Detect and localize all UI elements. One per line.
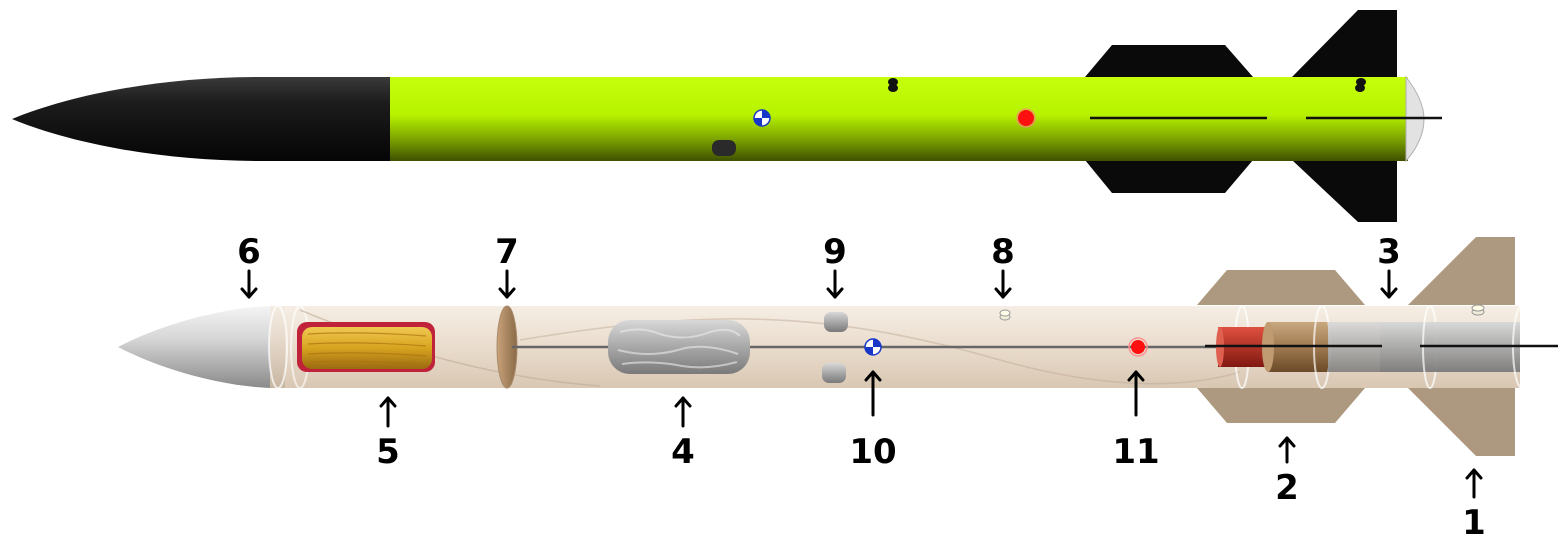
- nose-cone-black: [12, 77, 392, 161]
- arrow-down-icon: [994, 269, 1012, 299]
- shear-pin-icon: [1471, 304, 1485, 316]
- arrow-down-icon: [240, 269, 258, 299]
- cutaway-forward-fin-top: [1197, 270, 1365, 305]
- label-6: 6: [237, 232, 261, 272]
- cutaway-forward-fin-bottom: [1197, 388, 1365, 423]
- nose-cone-silver: [118, 306, 285, 388]
- label-11: 11: [1112, 432, 1159, 472]
- rail-button-icon: [1355, 78, 1366, 92]
- forward-fin-top: [1085, 45, 1253, 77]
- arrow-up-icon: [1127, 370, 1145, 417]
- forward-fin-bottom: [1085, 160, 1253, 193]
- shear-pin-lug: [712, 140, 736, 156]
- callout-arrows: [240, 269, 1483, 499]
- cutaway-rocket: [118, 237, 1558, 456]
- arrow-down-icon: [826, 269, 844, 299]
- cp-marker-icon: [1016, 108, 1036, 128]
- rear-fin-top: [1292, 10, 1397, 77]
- cg-marker-icon: [753, 109, 771, 127]
- label-1: 1: [1462, 503, 1486, 543]
- rear-fin-bottom: [1292, 160, 1397, 222]
- shear-pin-icon: [999, 309, 1011, 321]
- label-4: 4: [671, 432, 695, 472]
- recovery-wadding: [608, 320, 750, 374]
- label-2: 2: [1275, 468, 1299, 508]
- arrow-up-icon: [1465, 468, 1483, 499]
- arrow-down-icon: [1380, 269, 1398, 299]
- tube-front-rim: [268, 305, 288, 389]
- cutaway-rear-fin-bottom: [1408, 388, 1515, 456]
- rail-button-lower: [822, 363, 846, 383]
- arrow-up-icon: [864, 370, 882, 417]
- arrow-up-icon: [1278, 436, 1296, 464]
- painted-rocket: [12, 10, 1442, 222]
- label-9: 9: [823, 232, 847, 272]
- label-10: 10: [849, 432, 896, 472]
- label-7: 7: [495, 232, 519, 272]
- rail-button-upper: [824, 312, 848, 332]
- label-5: 5: [376, 432, 400, 472]
- parachute: [297, 322, 435, 372]
- cg-marker-icon: [864, 338, 882, 356]
- cp-marker-icon: [1128, 337, 1148, 357]
- arrow-down-icon: [498, 269, 516, 299]
- rail-button-icon: [888, 78, 898, 92]
- arrow-up-icon: [379, 396, 397, 428]
- label-3: 3: [1377, 232, 1401, 272]
- label-8: 8: [991, 232, 1015, 272]
- arrow-up-icon: [674, 396, 692, 428]
- cutaway-rear-fin-top: [1408, 237, 1515, 305]
